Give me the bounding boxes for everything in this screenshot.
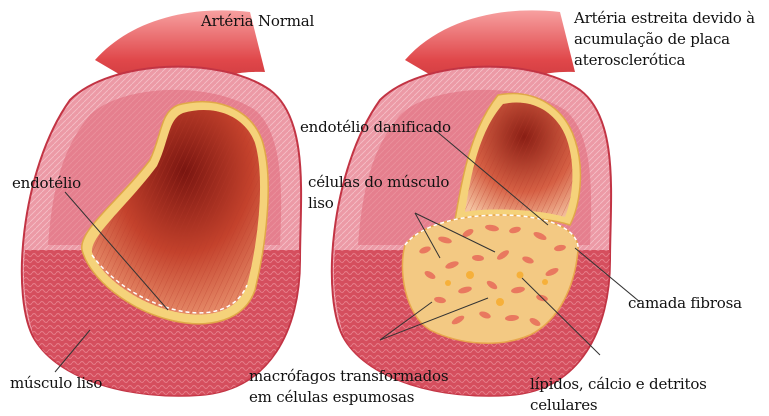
label-musculo-liso: músculo liso bbox=[10, 374, 102, 392]
label-macrofagos: macrófagos transformados em células espu… bbox=[249, 366, 448, 408]
label-macrofagos-line-2: em células espumosas bbox=[249, 387, 448, 408]
label-macrofagos-line-1: macrófagos transformados bbox=[249, 366, 448, 387]
normal-artery bbox=[22, 10, 301, 395]
label-lipidos-line-2: celulares bbox=[530, 395, 707, 416]
title-narrowed-line-1: Artéria estreita devido à bbox=[574, 8, 755, 29]
label-endotelio: endotélio bbox=[12, 174, 81, 192]
label-lipidos-line-1: lípidos, cálcio e detritos bbox=[530, 374, 707, 395]
label-celulas-line-2: liso bbox=[308, 193, 449, 214]
title-normal-artery: Artéria Normal bbox=[201, 12, 314, 30]
label-celulas-line-1: células do músculo bbox=[308, 172, 449, 193]
label-camada-fibrosa: camada fibrosa bbox=[628, 294, 742, 312]
title-narrowed-artery: Artéria estreita devido à acumulação de … bbox=[574, 8, 755, 71]
title-narrowed-line-3: aterosclerótica bbox=[574, 50, 755, 71]
title-narrowed-line-2: acumulação de placa bbox=[574, 29, 755, 50]
label-celulas-musculo-liso: células do músculo liso bbox=[308, 172, 449, 214]
label-endotelio-danificado: endotélio danificado bbox=[300, 118, 451, 136]
label-lipidos: lípidos, cálcio e detritos celulares bbox=[530, 374, 707, 416]
